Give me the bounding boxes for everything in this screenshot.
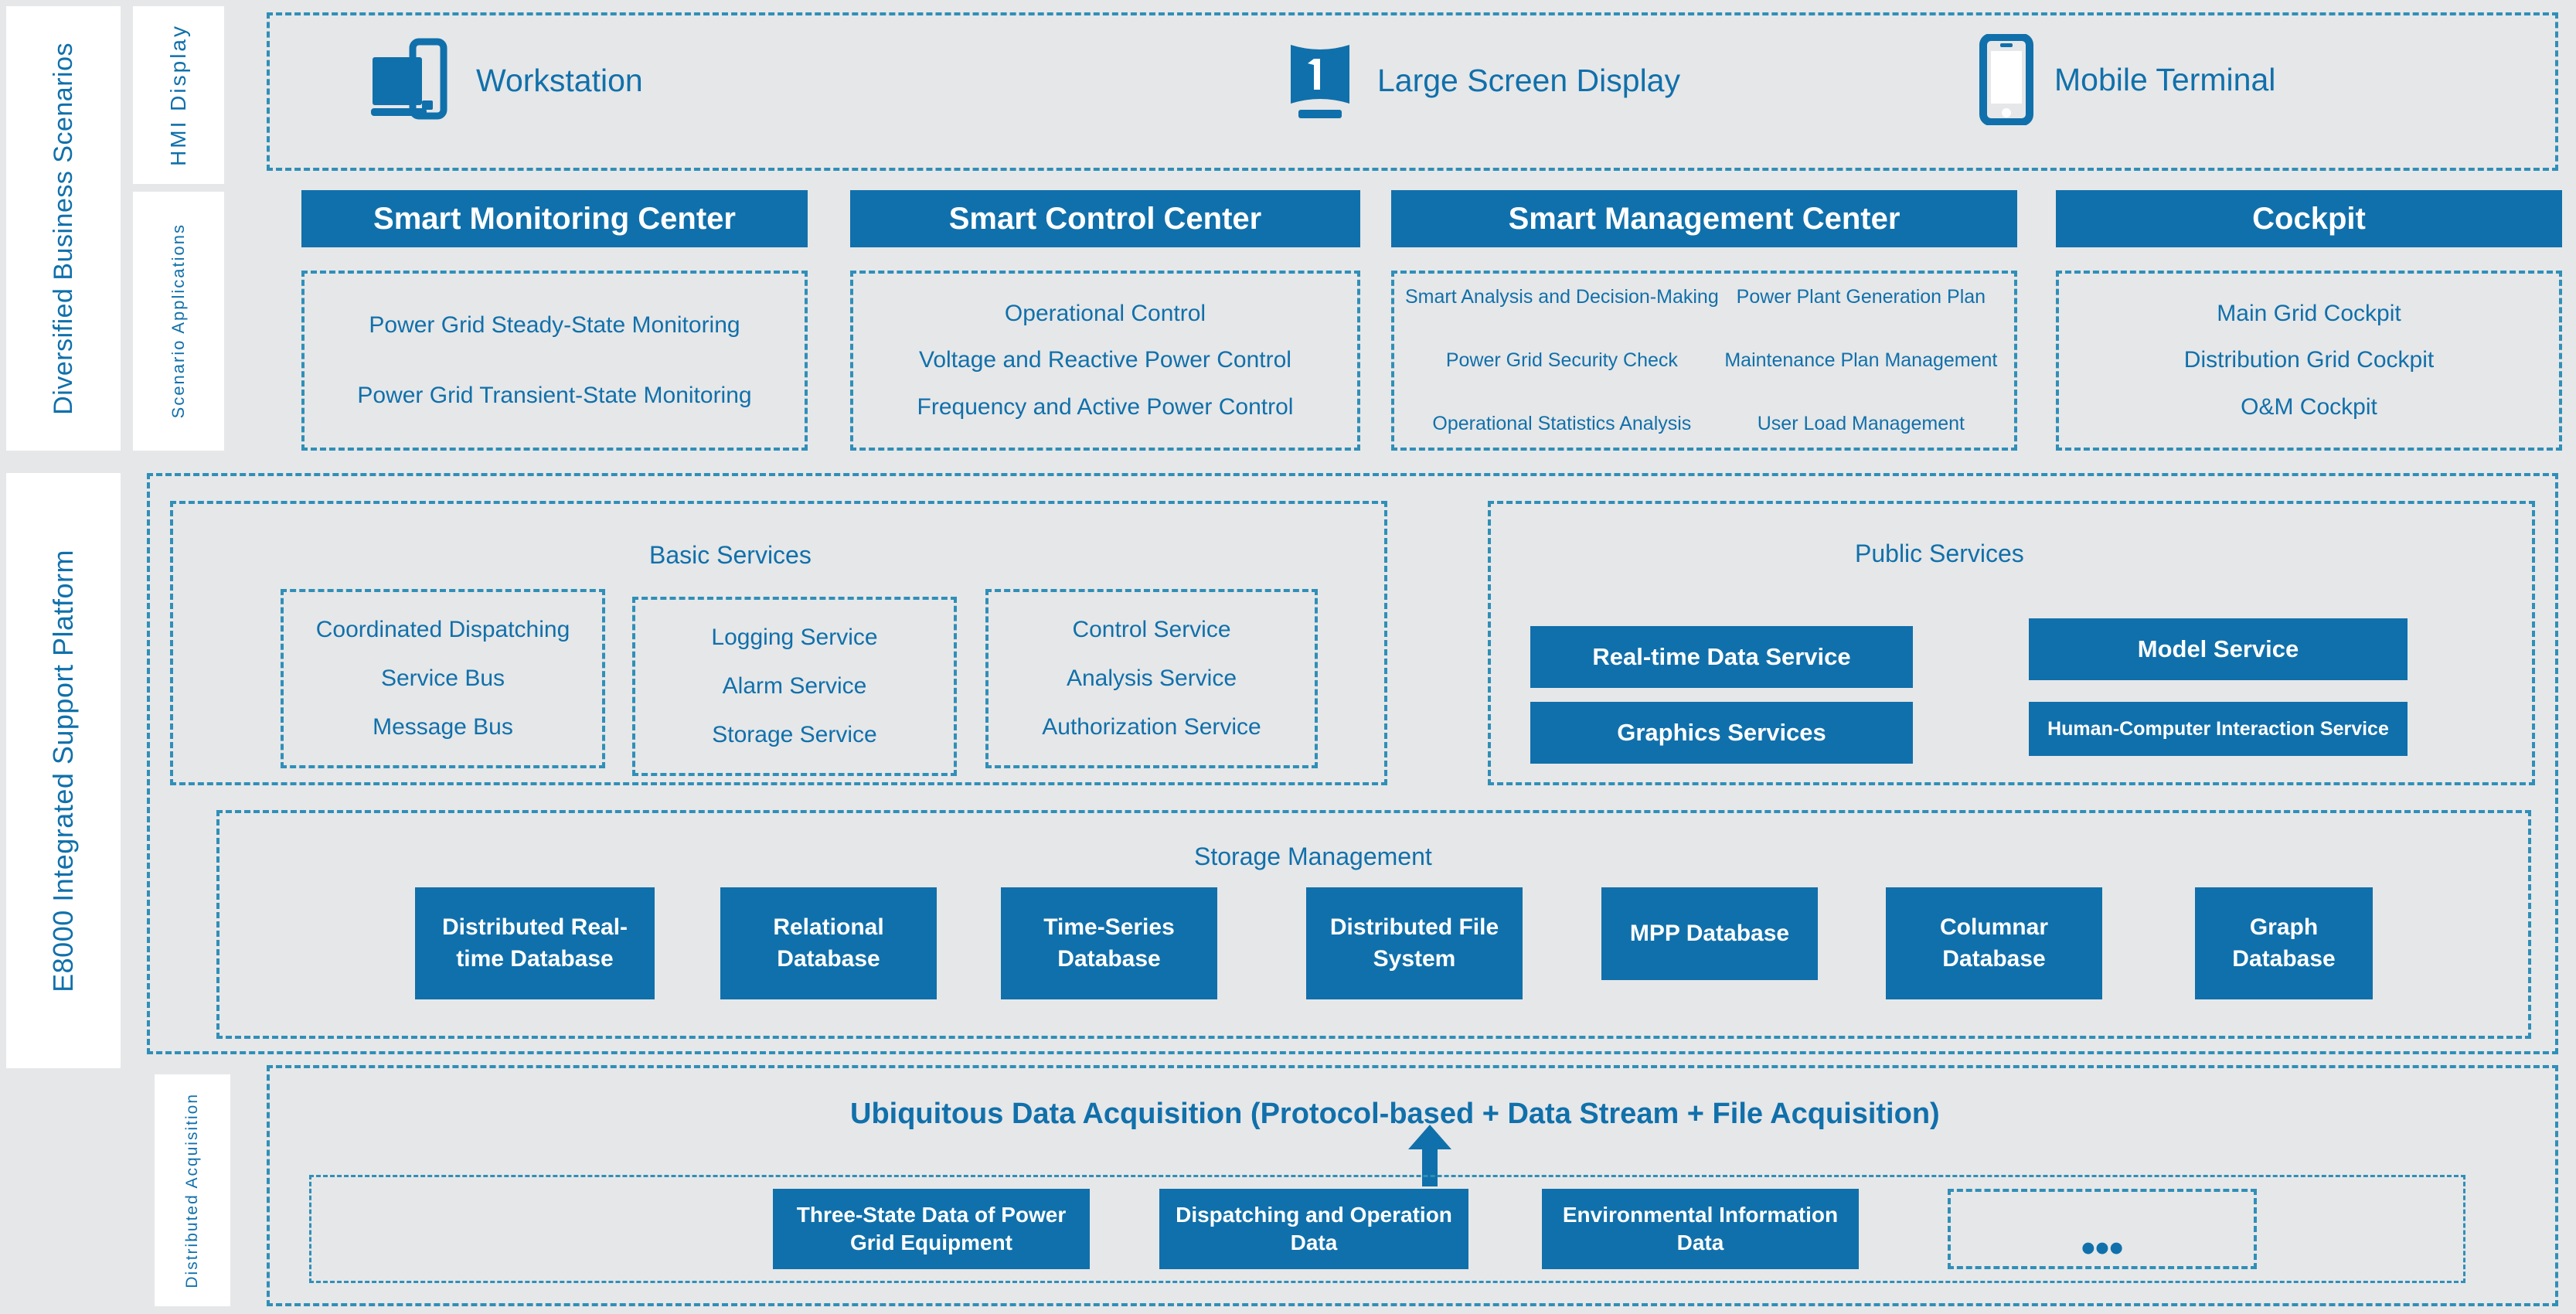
basic-services-group: Control Service Analysis Service Authori…: [985, 589, 1318, 768]
service-item[interactable]: Coordinated Dispatching: [315, 617, 570, 643]
public-service-box[interactable]: Real-time Data Service: [1530, 626, 1913, 688]
center-header-smart-monitoring[interactable]: Smart Monitoring Center: [301, 190, 808, 247]
center-title: Cockpit: [2252, 201, 2366, 236]
basic-services-title: Basic Services: [649, 541, 812, 569]
center-item[interactable]: Main Grid Cockpit: [2217, 301, 2401, 327]
service-item[interactable]: Authorization Service: [1042, 713, 1261, 740]
database-box[interactable]: Columnar Database: [1886, 887, 2102, 999]
center-item[interactable]: Maintenance Plan Management: [1724, 349, 1998, 371]
center-item[interactable]: Smart Analysis and Decision-Making: [1405, 286, 1719, 308]
rail-label-business-scenarios: Diversified Business Scenarios: [48, 42, 78, 415]
service-item[interactable]: Alarm Service: [722, 672, 867, 699]
rail-hmi-display: HMI Display: [133, 6, 224, 184]
service-item[interactable]: Message Bus: [373, 713, 513, 740]
center-body-smart-management: Smart Analysis and Decision-Making Power…: [1391, 271, 2017, 451]
center-item[interactable]: Voltage and Reactive Power Control: [919, 347, 1291, 373]
public-service-box[interactable]: Graphics Services: [1530, 702, 1913, 764]
acquisition-more-placeholder[interactable]: •••: [1948, 1189, 2257, 1269]
basic-services-panel: [170, 501, 1387, 785]
center-body-smart-monitoring: Power Grid Steady-State Monitoring Power…: [301, 271, 808, 451]
acquisition-inner-frame: [309, 1175, 2465, 1283]
hmi-display-panel: [267, 12, 2558, 171]
acquisition-box[interactable]: Dispatching and Operation Data: [1159, 1189, 1468, 1269]
center-title: Smart Monitoring Center: [373, 201, 736, 236]
center-item[interactable]: User Load Management: [1757, 413, 1965, 434]
storage-management-title: Storage Management: [1194, 843, 1432, 870]
hmi-item-large-screen-display[interactable]: Large Screen Display: [1283, 37, 1680, 124]
acquisition-title: Ubiquitous Data Acquisition (Protocol-ba…: [850, 1098, 1940, 1130]
up-arrow-icon: [1407, 1125, 1453, 1186]
basic-services-group: Logging Service Alarm Service Storage Se…: [632, 597, 957, 776]
database-box[interactable]: Time-Series Database: [1001, 887, 1217, 999]
center-title: Smart Management Center: [1508, 201, 1901, 236]
hmi-item-workstation[interactable]: Workstation: [371, 37, 643, 124]
rail-diversified-business-scenarios: Diversified Business Scenarios: [6, 6, 121, 451]
database-box[interactable]: Graph Database: [2195, 887, 2373, 999]
center-title: Smart Control Center: [948, 201, 1262, 236]
center-item[interactable]: Distribution Grid Cockpit: [2183, 347, 2435, 373]
database-box[interactable]: Distributed File System: [1306, 887, 1523, 999]
rail-label-distributed-acquisition: Distributed Acquisition: [183, 1092, 201, 1288]
center-item[interactable]: Operational Control: [1004, 301, 1206, 327]
center-item[interactable]: O&M Cockpit: [2241, 393, 2377, 420]
hmi-item-mobile-terminal[interactable]: Mobile Terminal: [1979, 34, 2275, 125]
database-box[interactable]: Distributed Real-time Database: [415, 887, 655, 999]
large-screen-display-icon: [1283, 37, 1357, 124]
service-item[interactable]: Analysis Service: [1066, 665, 1237, 691]
rail-scenario-applications: Scenario Applications: [133, 192, 224, 451]
public-service-box[interactable]: Human-Computer Interaction Service: [2029, 702, 2408, 756]
rail-label-scenario-applications: Scenario Applications: [168, 223, 188, 419]
center-item[interactable]: Power Grid Transient-State Monitoring: [357, 382, 752, 408]
hmi-item-label: Mobile Terminal: [2054, 61, 2276, 97]
basic-services-group: Coordinated Dispatching Service Bus Mess…: [281, 589, 605, 768]
service-item[interactable]: Logging Service: [711, 625, 878, 651]
center-item[interactable]: Power Grid Steady-State Monitoring: [369, 312, 740, 339]
public-services-title: Public Services: [1855, 540, 2024, 567]
management-column-left: Smart Analysis and Decision-Making Power…: [1405, 286, 1719, 435]
acquisition-box[interactable]: Three-State Data of Power Grid Equipment: [773, 1189, 1090, 1269]
acquisition-outer-frame: [267, 1065, 2558, 1306]
mobile-terminal-icon: [1979, 34, 2034, 125]
center-item[interactable]: Power Plant Generation Plan: [1736, 286, 1986, 308]
center-header-cockpit[interactable]: Cockpit: [2056, 190, 2562, 247]
public-service-box[interactable]: Model Service: [2029, 618, 2408, 680]
center-body-smart-control: Operational Control Voltage and Reactive…: [850, 271, 1360, 451]
platform-outer-frame: [147, 473, 2558, 1054]
service-item[interactable]: Control Service: [1072, 617, 1231, 643]
database-box[interactable]: MPP Database: [1601, 887, 1818, 980]
workstation-icon: [371, 37, 456, 124]
acquisition-box[interactable]: Environmental Information Data: [1542, 1189, 1859, 1269]
center-item[interactable]: Operational Statistics Analysis: [1432, 413, 1692, 434]
service-item[interactable]: Service Bus: [380, 665, 505, 691]
center-body-cockpit: Main Grid Cockpit Distribution Grid Cock…: [2056, 271, 2562, 451]
rail-distributed-acquisition: Distributed Acquisition: [155, 1074, 230, 1306]
center-item[interactable]: Frequency and Active Power Control: [917, 393, 1294, 420]
hmi-item-label: Large Screen Display: [1377, 62, 1680, 98]
ellipsis-icon: •••: [2081, 1226, 2124, 1271]
rail-label-hmi-display: HMI Display: [166, 24, 190, 166]
service-item[interactable]: Storage Service: [712, 721, 877, 747]
hmi-item-label: Workstation: [476, 62, 643, 98]
center-header-smart-management[interactable]: Smart Management Center: [1391, 190, 2017, 247]
management-column-right: Power Plant Generation Plan Maintenance …: [1719, 286, 2003, 435]
center-item[interactable]: Power Grid Security Check: [1445, 349, 1678, 371]
rail-e8000-platform: E8000 Integrated Support Platform: [6, 473, 121, 1068]
storage-management-panel: [216, 810, 2531, 1039]
database-box[interactable]: Relational Database: [720, 887, 937, 999]
public-services-panel: [1488, 501, 2535, 785]
rail-label-platform: E8000 Integrated Support Platform: [47, 549, 79, 992]
center-header-smart-control[interactable]: Smart Control Center: [850, 190, 1360, 247]
